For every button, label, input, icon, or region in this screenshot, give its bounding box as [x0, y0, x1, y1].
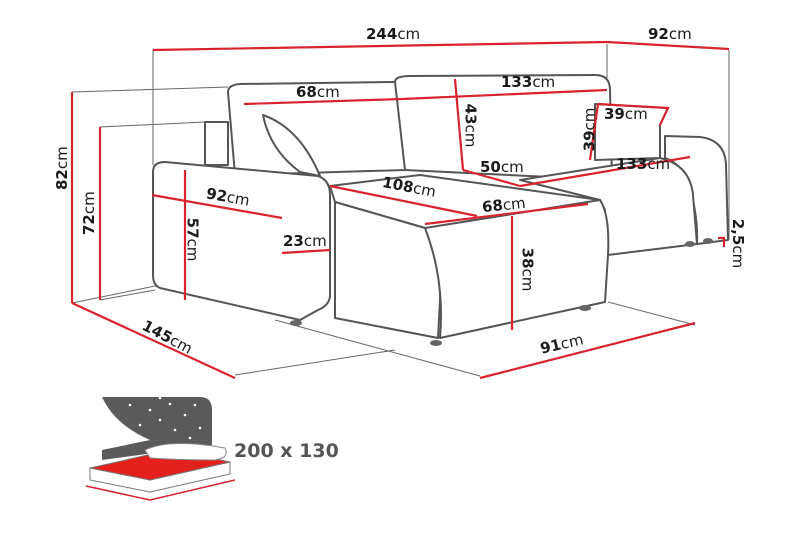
sleeping-area-size: 200 x 130 [234, 440, 339, 462]
dim-seat-width-right: 133cm [616, 155, 671, 173]
dim-back-height: 72cm [80, 191, 98, 235]
sofa-feet [290, 238, 713, 346]
dimension-lines [70, 40, 730, 380]
dim-leg-height: 2,5cm [729, 218, 748, 269]
dim-pillow-height: 39cm [580, 107, 599, 152]
dim-chaise-width: 68cm [481, 193, 527, 217]
dim-armrest-height: 57cm [183, 217, 202, 262]
dim-back-cushion-width: 68cm [296, 83, 340, 101]
dim-total-width: 244cm [366, 25, 421, 43]
dim-pillow-width: 39cm [604, 105, 648, 123]
dim-total-height: 82cm [53, 146, 71, 190]
dim-chaise-depth-total: 92cm [648, 25, 692, 43]
dim-armrest-width: 23cm [283, 232, 327, 250]
guide-lines [71, 44, 730, 377]
dim-back-cushion-height: 43cm [461, 103, 480, 148]
dim-seat-depth: 50cm [480, 158, 524, 176]
dim-back-width-right: 133cm [501, 73, 556, 91]
dim-seat-height: 38cm [518, 247, 537, 292]
sofa-outline [152, 74, 729, 339]
bed-night-icon [85, 396, 236, 501]
